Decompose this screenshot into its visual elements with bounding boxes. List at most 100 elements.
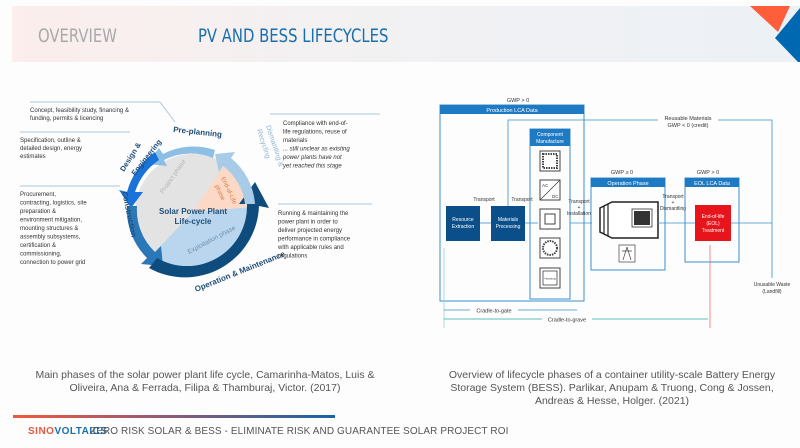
svg-text:with applicable rules and: with applicable rules and xyxy=(277,245,344,251)
design-engineering-arrow xyxy=(119,152,159,208)
svg-text:certification &: certification & xyxy=(20,243,56,249)
dc-label: DC xyxy=(552,194,559,199)
solar-lifecycle-diagram: Solar Power Plant Life-cycle Project pha… xyxy=(20,101,380,294)
note-design: Specification, outline & detailed design… xyxy=(20,138,82,160)
fan-pattern xyxy=(542,240,558,256)
svg-text:power plant in order to: power plant in order to xyxy=(278,220,338,226)
reusable-label-1: Reusable Materials xyxy=(664,116,711,122)
transport-label-1: Transport xyxy=(473,197,495,203)
brand-logo-icon xyxy=(750,6,800,62)
svg-text:regulations: regulations xyxy=(278,254,307,260)
operation-header-bar xyxy=(591,178,665,187)
component-header-2: Manufacture xyxy=(536,139,564,145)
note-operation: Running & maintaining the power plant in… xyxy=(277,211,351,260)
svg-text:detailed design, energy: detailed design, energy xyxy=(20,146,82,152)
tower-lines xyxy=(622,246,632,261)
battery-container-icon xyxy=(599,201,659,239)
bess-lifecycle-diagram: GWP > 0 Production LCA Data Reusable Mat… xyxy=(439,98,790,328)
eol-box-label-2: (EOL) xyxy=(706,221,720,227)
transport-dismantle-2: + xyxy=(672,200,675,206)
cradle-to-gate-label: Cradle-to-gate xyxy=(476,309,511,315)
resource-extraction-box xyxy=(446,206,480,241)
svg-text:connection to power grid: connection to power grid xyxy=(20,260,85,266)
svg-text:yet reached this stage: yet reached this stage xyxy=(282,164,342,170)
note-preplanning: Concept, feasibility study, financing & … xyxy=(30,108,129,122)
pv-cell-grid xyxy=(542,153,558,169)
gwp-operation: GWP ≥ 0 xyxy=(611,170,633,176)
landfill-label-2: (Landfill) xyxy=(762,289,782,295)
production-header: Production LCA Data xyxy=(486,108,538,114)
materials-label-1: Materials xyxy=(498,217,519,223)
note-dismantling: Compliance with end-of- life regulations… xyxy=(282,121,350,170)
pv-cell-icon xyxy=(539,150,561,172)
component-header-1: Component xyxy=(537,132,563,138)
svg-text:contracting, logistics, site: contracting, logistics, site xyxy=(20,201,87,207)
transport-install-3: Installation xyxy=(567,211,591,217)
svg-text:Procurement,: Procurement, xyxy=(20,192,56,198)
reusable-materials-loop xyxy=(507,119,773,278)
svg-text:preparation &: preparation & xyxy=(20,209,56,215)
transport-install-2: + xyxy=(578,205,581,211)
phase-pre-planning: Pre-planning xyxy=(173,125,223,139)
footer-gradient-line xyxy=(13,415,335,418)
center-title-line1: Solar Power Plant xyxy=(159,207,227,216)
svg-text:power plants have not: power plants have not xyxy=(282,155,342,161)
operation-maintenance-arrow xyxy=(149,182,269,278)
svg-text:Running & maintaining the: Running & maintaining the xyxy=(278,211,349,217)
chip-body xyxy=(544,213,556,225)
svg-text:Concept, feasibility study, fi: Concept, feasibility study, financing & xyxy=(30,108,129,114)
reusable-label-2: GWP < 0 (credit) xyxy=(667,123,708,129)
svg-text:life regulations, reuse of: life regulations, reuse of xyxy=(283,130,347,136)
header-band: OVERVIEW PV AND BESS LIFECYCLES xyxy=(12,6,800,62)
transport-dismantle-1: Transport xyxy=(662,194,684,200)
bms-chip-icon xyxy=(539,208,561,230)
svg-text:commissioning,: commissioning, xyxy=(20,252,62,258)
ac-label: AC xyxy=(542,183,549,188)
operation-header: Operation Phase xyxy=(607,181,648,187)
gwp-eol: GWP > 0 xyxy=(697,170,719,176)
svg-text:assembly subsystems,: assembly subsystems, xyxy=(20,235,81,241)
cradle-to-grave-label: Cradle-to-grave xyxy=(548,318,586,324)
ac-dc-divider xyxy=(539,179,561,201)
note-construction: Procurement, contracting, logistics, sit… xyxy=(20,192,87,266)
transport-label-2: Transport xyxy=(511,197,533,203)
component-header-bar xyxy=(530,129,570,146)
resource-label-1: Resource xyxy=(452,217,474,223)
cradle-grave-label-bg xyxy=(542,315,592,323)
svg-text:environment mitigation,: environment mitigation, xyxy=(20,218,82,224)
logo-blue-shape xyxy=(775,8,800,62)
housing-inner xyxy=(542,270,558,286)
brand-part-1: SINO xyxy=(28,426,55,437)
eol-box-label-1: End-of-life xyxy=(702,214,725,220)
resource-label-2: Extraction xyxy=(452,224,474,230)
svg-text:Specification, outline &: Specification, outline & xyxy=(20,138,81,144)
grid-tower-icon xyxy=(618,244,636,263)
logo-orange-triangle xyxy=(750,6,790,32)
pre-planning-arrow xyxy=(147,146,215,166)
svg-text:deliver projected energy: deliver projected energy xyxy=(278,228,342,234)
construction-arrow xyxy=(126,206,163,266)
caption-bess-lifecycle: Overview of lifecycle phases of a contai… xyxy=(448,369,776,407)
svg-text:performance in compliance: performance in compliance xyxy=(278,237,351,243)
housing-icon xyxy=(539,267,561,289)
note-line-preplanning-diag xyxy=(159,101,176,123)
transport-dismantle-3: Dismantling xyxy=(660,206,686,212)
svg-text:estimates: estimates xyxy=(20,154,46,160)
brand-part-2: VOLTAICS xyxy=(54,426,108,437)
cradle-gate-label-bg xyxy=(470,306,518,314)
transport-install-1: Transport xyxy=(568,199,590,205)
housing-label: Housing xyxy=(544,277,555,281)
eol-box-label-3: Treatment xyxy=(702,228,725,234)
reusable-label-bg xyxy=(658,114,718,130)
materials-processing-box xyxy=(491,206,525,241)
svg-text:mounting structures &: mounting structures & xyxy=(20,226,78,232)
caption-solar-lifecycle: Main phases of the solar power plant lif… xyxy=(35,369,375,394)
eol-header-bar xyxy=(685,178,739,187)
production-header-bar xyxy=(440,105,584,114)
footer-brand: SINOVOLTAICS xyxy=(28,426,108,437)
eol-header: EOL LCA Data xyxy=(694,181,731,187)
eol-treatment-box xyxy=(695,205,731,241)
section-label: OVERVIEW xyxy=(38,25,117,47)
materials-label-2: Processing xyxy=(496,224,521,230)
